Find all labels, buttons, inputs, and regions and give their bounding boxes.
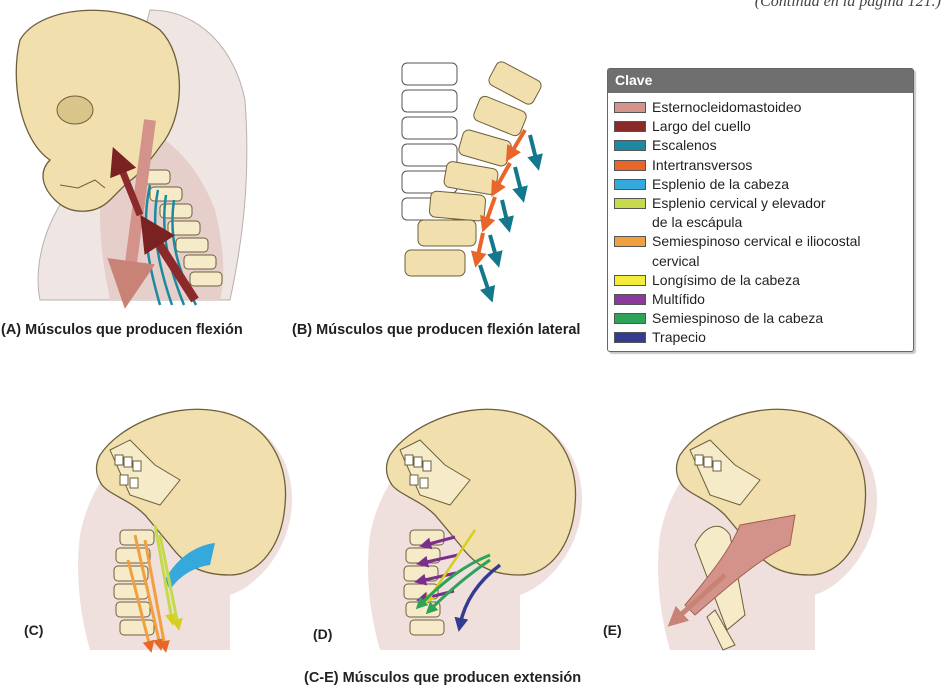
panel-b-illustration [401, 61, 543, 303]
key-swatch [614, 159, 646, 171]
key-item: Esplenio de la cabeza [614, 175, 913, 194]
panel-b-caption: (B) Músculos que producen flexión latera… [292, 322, 581, 338]
panel-e-letter: (E) [603, 622, 622, 638]
key-swatch [614, 198, 646, 210]
key-swatch [614, 294, 646, 306]
panel-a-illustration [15, 9, 248, 309]
key-item: Semiespinoso cervical e iliocostal cervi… [614, 232, 913, 270]
panel-e-illustration [658, 408, 878, 651]
key-item: Trapecio [614, 328, 913, 347]
key-list: Esternocleidomastoideo Largo del cuello … [608, 93, 913, 348]
panel-c-illustration [78, 408, 293, 653]
panel-ce-caption: (C-E) Músculos que producen extensión [304, 670, 582, 686]
key-swatch [614, 140, 646, 152]
key-swatch [614, 313, 646, 325]
key-swatch [614, 332, 646, 344]
key-item: Semiespinoso de la cabeza [614, 309, 913, 328]
key-item: Esternocleidomastoideo [614, 98, 913, 117]
key-item: Intertransversos [614, 156, 913, 175]
continued-note: (Continúa en la página 121.) [754, 0, 941, 10]
panel-d-letter: (D) [313, 626, 333, 642]
key-title: Clave [608, 69, 913, 93]
panel-a-caption: (A) Músculos que producen flexión [1, 322, 243, 338]
key-item: Largo del cuello [614, 117, 913, 136]
key-swatch [614, 274, 646, 286]
key-item: Longísimo de la cabeza [614, 271, 913, 290]
key-item: Esplenio cervical y elevador de la escáp… [614, 194, 913, 232]
panel-c-letter: (C) [24, 622, 44, 638]
key-swatch [614, 236, 646, 248]
key-box: Clave Esternocleidomastoideo Largo del c… [607, 68, 914, 352]
key-swatch [614, 102, 646, 113]
key-item: Multífido [614, 290, 913, 309]
panel-d-illustration [368, 408, 583, 650]
key-item: Escalenos [614, 136, 913, 155]
key-swatch [614, 178, 646, 190]
key-swatch [614, 121, 646, 133]
